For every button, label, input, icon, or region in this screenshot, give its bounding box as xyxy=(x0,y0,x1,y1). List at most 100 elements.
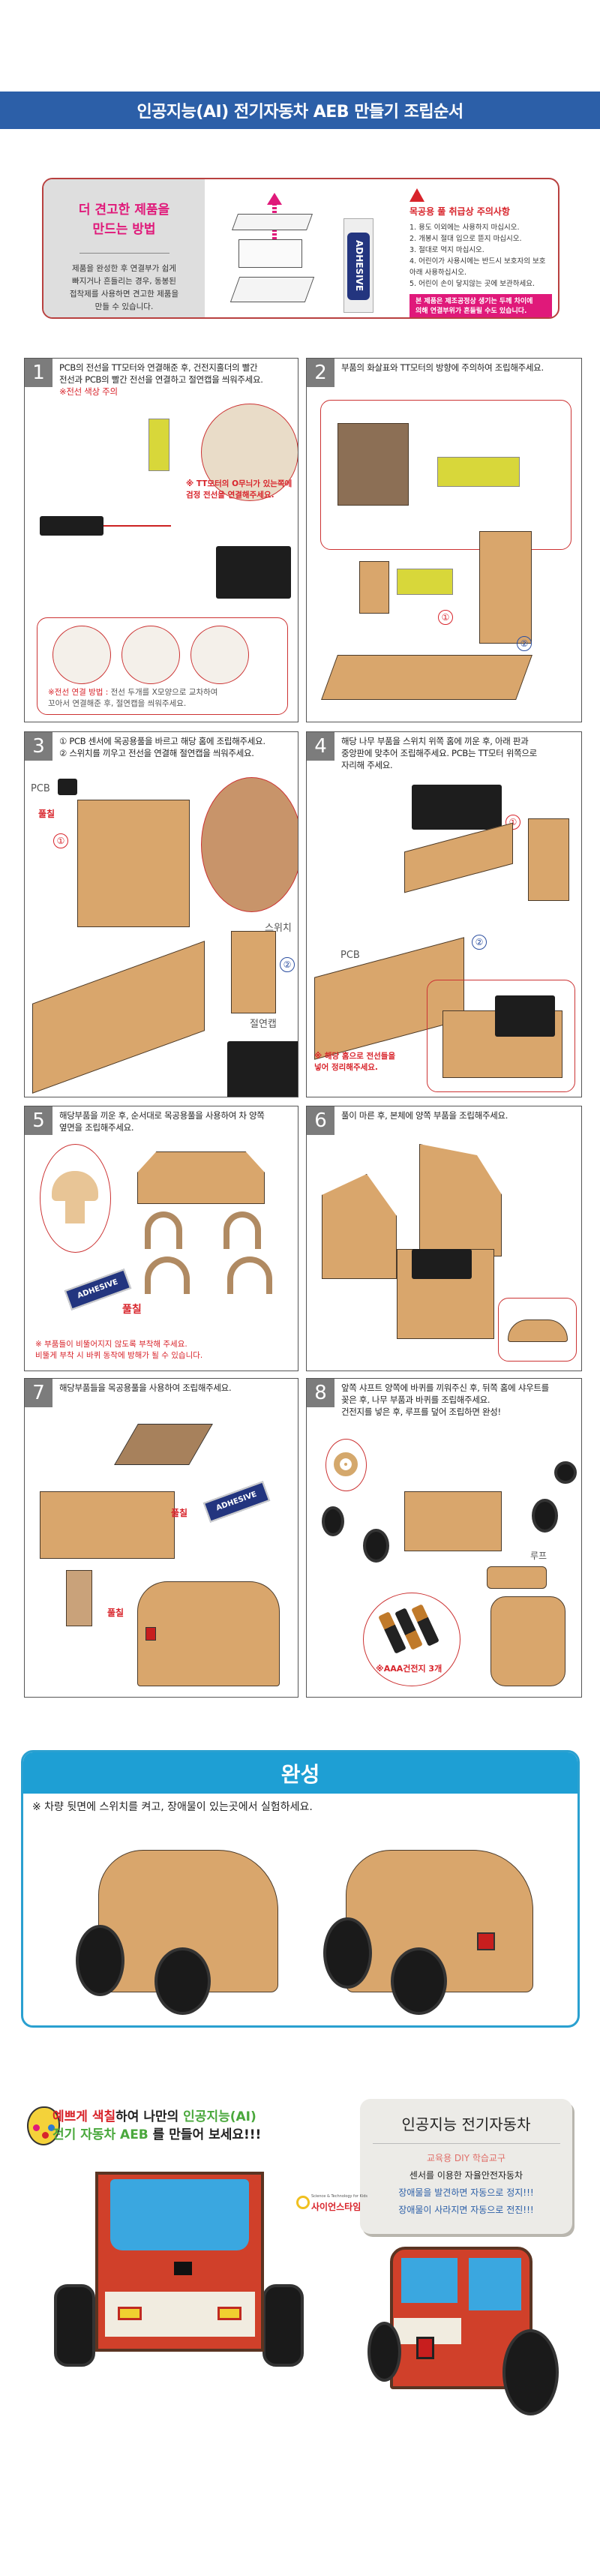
logo-text: 사이언스타임 xyxy=(311,2202,362,2212)
twist-photo-3 xyxy=(190,626,249,684)
step-instruction: PCB의 전선을 TT모터와 연결해준 후, 건전지홀더의 빨간 전선과 PCB… xyxy=(59,362,293,398)
rear-panel xyxy=(66,1570,92,1626)
side-panel-left xyxy=(322,1174,397,1279)
wood-panel xyxy=(338,423,409,506)
car-body-assembled xyxy=(490,1596,566,1686)
step-2-panel: 2 부품의 화살표와 TT모터의 방향에 주의하여 조립해주세요. ① ② xyxy=(306,358,582,722)
promo-phrase: 전기 자동차 AEB xyxy=(52,2127,148,2142)
warning-item: 4. 어린이가 사용시에는 반드시 보호자의 보호아래 사용하십시오. xyxy=(410,257,546,277)
warning-item: 5. 어린이 손이 닿지않는 곳에 보관하세요. xyxy=(410,280,536,288)
marker-1: ① xyxy=(438,610,453,625)
step-instruction: 부품의 화살표와 TT모터의 방향에 주의하여 조립해주세요. xyxy=(341,362,544,373)
completion-note: ※ 차량 뒷면에 스위치를 켜고, 장애물이 있는곳에서 실험하세요. xyxy=(32,1801,313,1813)
glue-label-2: 풀칠 xyxy=(107,1608,124,1618)
step-number: 7 xyxy=(25,1379,52,1407)
pcb-board xyxy=(58,779,77,795)
promo-text: 예쁘게 색칠하여 나만의 인공지능(AI) 전기 자동차 AEB 를 만들어 보… xyxy=(52,2108,261,2144)
card-title: 인공지능 전기자동차 xyxy=(401,2115,531,2133)
step-number: 5 xyxy=(25,1106,52,1135)
wheel xyxy=(554,1461,577,1484)
switch-panel xyxy=(231,931,276,1013)
marker-1: ① xyxy=(506,815,520,830)
closeup xyxy=(40,1144,111,1253)
tip-left-panel: 더 견고한 제품을 만드는 방법 제품을 완성한 후 연결부가 쉽게 빠지거나 … xyxy=(44,179,205,317)
step-3-panel: 3 ① PCB 센서에 목공용풀을 바르고 해당 홈에 조립해주세요. ② 스위… xyxy=(24,731,298,1097)
step-instruction: 앞쪽 샤프트 양쪽에 바퀴를 끼워주신 후, 뒤쪽 홈에 샤우트를 꽂은 후, … xyxy=(341,1383,549,1417)
wheel-arch xyxy=(145,1256,190,1294)
arrow-up-icon xyxy=(267,193,282,205)
painted-car-rear-photo xyxy=(345,2247,570,2419)
step-number: 2 xyxy=(307,359,334,387)
warning-icon xyxy=(410,188,424,202)
tt-motor xyxy=(437,457,520,487)
pcb-label: PCB xyxy=(31,783,50,794)
warning-item: 1. 용도 이외에는 사용하지 마십시오. xyxy=(410,224,520,232)
step-instruction: 해당부품을 끼운 후, 순서대로 목공용풀을 사용하여 차 양쪽 옆면을 조립해… xyxy=(59,1110,265,1133)
battery-closeup: ※AAA건전지 3개 xyxy=(363,1593,460,1686)
wire xyxy=(104,525,171,527)
step-text: PCB의 전선을 TT모터와 연결해준 후, 건전지홀더의 빨간 전선과 PCB… xyxy=(59,362,263,385)
pcb-label: PCB xyxy=(340,950,360,961)
product-card: 인공지능 전기자동차 교육용 DIY 학습교구 센서를 이용한 자율안전자동차 … xyxy=(360,2099,572,2234)
detail-callout xyxy=(320,400,572,550)
step-number: 4 xyxy=(307,732,334,761)
marker-2: ② xyxy=(517,636,532,651)
result-callout xyxy=(427,980,575,1092)
marker-2: ② xyxy=(280,957,295,972)
finished-car-front xyxy=(68,1835,301,2015)
power-switch xyxy=(477,1932,495,1950)
tt-motor xyxy=(148,419,170,471)
twist-photo-1 xyxy=(52,626,111,684)
finished-car-rear xyxy=(323,1835,556,2015)
power-switch xyxy=(416,2337,434,2359)
roof-panel xyxy=(114,1424,213,1465)
wire-color-warning: ※전선 색상 주의 xyxy=(59,386,118,397)
wire-method-callout: ※전선 연결 방법 : 전선 두개를 X모양으로 교차하여 꼬아서 연결해준 후… xyxy=(37,617,288,715)
battery-label: ※AAA건전지 3개 xyxy=(376,1664,442,1674)
logo-tagline: Science & Technology for Kids xyxy=(311,2194,368,2199)
wheel xyxy=(532,1499,558,1533)
cap-label: 절연캡 xyxy=(250,1019,277,1030)
glue-label: 풀칠 xyxy=(38,809,56,819)
side-panel xyxy=(137,1151,265,1204)
magnifier-icon xyxy=(296,2196,310,2209)
twist-photo-2 xyxy=(122,626,180,684)
step-5-panel: 5 해당부품을 끼운 후, 순서대로 목공용풀을 사용하여 차 양쪽 옆면을 조… xyxy=(24,1106,298,1371)
promo-phrase: 인공지능(AI) xyxy=(183,2109,256,2124)
card-line: 센서를 이용한 자율안전자동차 xyxy=(409,2170,524,2181)
wood-side xyxy=(359,561,389,614)
wood-base xyxy=(321,655,532,700)
switch-panel xyxy=(528,818,569,901)
step-7-panel: 7 해당부품들을 목공용풀을 사용하여 조립해주세요. 풀칠 ADHESIVE … xyxy=(24,1378,298,1698)
painted-car-front-photo xyxy=(54,2172,304,2367)
glue-label: 풀칠 xyxy=(122,1304,142,1316)
wire-tidy-note: ※ 해당 홈으로 전선들을 넣어 정리해주세요. xyxy=(314,1052,396,1072)
page-title: 인공지능(AI) 전기자동차 AEB 만들기 조립순서 xyxy=(0,92,600,129)
wheel xyxy=(363,1529,389,1563)
roof-label: 루프 xyxy=(530,1551,548,1561)
tip-heading: 더 견고한 제품을 만드는 방법 xyxy=(78,203,170,237)
divider xyxy=(372,2143,560,2144)
method-label: ※전선 연결 방법 : xyxy=(48,688,109,697)
car-body xyxy=(40,1491,175,1559)
wheel-arch xyxy=(227,1256,272,1294)
wheel-arch xyxy=(145,1211,182,1249)
brand-logo: Science & Technology for Kids 사이언스타임 xyxy=(296,2194,368,2217)
warning-item: 3. 절대로 먹지 마십시오. xyxy=(410,246,484,254)
step-1-panel: 1 PCB의 전선을 TT모터와 연결해준 후, 건전지홀더의 빨간 전선과 P… xyxy=(24,358,298,722)
promo-phrase: 하여 나만의 xyxy=(116,2109,184,2124)
car-body xyxy=(404,1491,502,1551)
side-panel-right xyxy=(419,1144,502,1256)
battery-holder xyxy=(227,1041,298,1097)
marker-2: ② xyxy=(472,935,487,950)
step-instruction: 해당 나무 부품을 스위치 위쪽 홈에 끼운 후, 아래 판과 중앙판에 맞추어… xyxy=(341,736,537,770)
promo-line-2: 전기 자동차 AEB 를 만들어 보세요!!! xyxy=(52,2126,261,2144)
wood-base xyxy=(32,941,205,1094)
adhesive-tube: ADHESIVE xyxy=(202,1481,271,1523)
card-line: 장애물이 사라지면 자동으로 전진!!! xyxy=(398,2205,534,2215)
pcb-board xyxy=(40,516,104,536)
closeup xyxy=(201,777,298,912)
detail-callout xyxy=(498,1298,577,1362)
board-piece xyxy=(238,239,302,268)
warning-item: 2. 개봉시 절대 입으로 뜯지 마십시오. xyxy=(410,235,522,243)
